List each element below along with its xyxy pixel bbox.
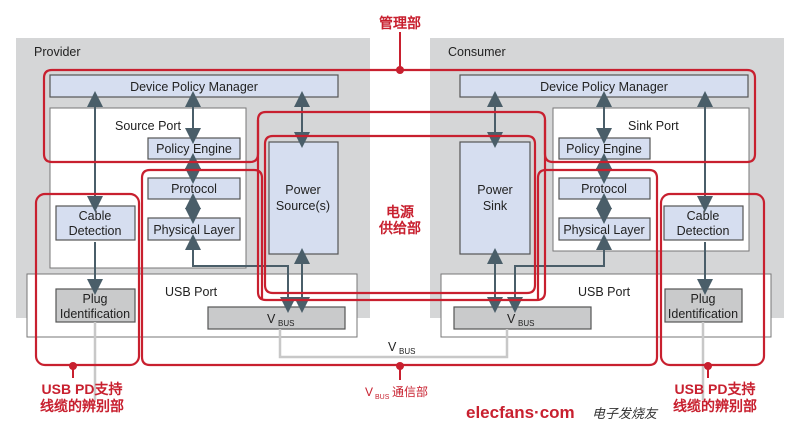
svg-text:Protocol: Protocol (581, 182, 627, 196)
svg-text:BUS: BUS (375, 394, 390, 401)
provider-cable-detection: Cable Detection (55, 205, 136, 241)
svg-text:elecfans·com: elecfans·com (466, 403, 575, 422)
consumer-physical-layer: Physical Layer (558, 217, 651, 241)
cable-id-label-left-2: 线缆的辨别部 (40, 398, 124, 414)
arrows (87, 91, 713, 313)
svg-text:Physical Layer: Physical Layer (563, 223, 644, 237)
power-supply-label-1: 电源 (386, 204, 414, 220)
consumer-vbus: V BUS (453, 306, 592, 330)
svg-text:Physical Layer: Physical Layer (153, 223, 234, 237)
provider-vbus: V BUS (207, 306, 346, 330)
svg-text:通信部: 通信部 (392, 384, 428, 399)
svg-text:BUS: BUS (518, 319, 534, 328)
provider-panel: Provider Source Port USB Port Device Pol… (16, 38, 370, 338)
provider-physical-layer: Physical Layer (147, 217, 241, 241)
svg-text:电子发烧友: 电子发烧友 (592, 406, 659, 421)
svg-text:BUS: BUS (278, 319, 294, 328)
vbus-link: V BUS (93, 322, 705, 400)
svg-text:V: V (267, 312, 276, 326)
svg-text:V: V (388, 340, 397, 354)
svg-text:Identification: Identification (668, 307, 738, 321)
provider-policy-engine: Policy Engine (147, 137, 241, 160)
elecfans-watermark: elecfans·com 电子发烧友 (466, 403, 659, 422)
svg-text:Protocol: Protocol (171, 182, 217, 196)
power-supply-label-2: 供给部 (378, 220, 421, 236)
power-supply-loop: 电源 供给部 (256, 120, 547, 302)
power-source: Power Source(s) (268, 141, 339, 255)
svg-text:Detection: Detection (69, 224, 122, 238)
source-port-label: Source Port (115, 119, 182, 133)
svg-text:Identification: Identification (60, 307, 130, 321)
sink-port-label: Sink Port (628, 119, 679, 133)
svg-text:Cable: Cable (79, 209, 112, 223)
svg-text:Power: Power (285, 183, 320, 197)
cable-id-label-left-1: USB PD支持 (42, 381, 123, 397)
provider-plug-identification: Plug Identification (55, 288, 136, 323)
svg-text:Detection: Detection (677, 224, 730, 238)
provider-device-policy-manager: Device Policy Manager (49, 74, 339, 98)
power-sink: Power Sink (459, 141, 531, 255)
consumer-usb-port-label: USB Port (578, 285, 631, 299)
management-label: 管理部 (379, 15, 421, 31)
consumer-title: Consumer (448, 45, 506, 59)
svg-text:Device Policy Manager: Device Policy Manager (540, 80, 668, 94)
provider-usb-port-label: USB Port (165, 285, 218, 299)
svg-text:Plug: Plug (82, 292, 107, 306)
provider-title: Provider (34, 45, 81, 59)
svg-text:Policy Engine: Policy Engine (156, 142, 232, 156)
svg-text:Cable: Cable (687, 209, 720, 223)
consumer-plug-identification: Plug Identification (664, 288, 743, 323)
consumer-cable-detection: Cable Detection (663, 205, 744, 241)
consumer-policy-engine: Policy Engine (558, 137, 651, 160)
consumer-protocol: Protocol (558, 177, 651, 200)
svg-text:Source(s): Source(s) (276, 199, 330, 213)
svg-text:V: V (365, 385, 373, 399)
svg-text:BUS: BUS (399, 347, 415, 356)
vbus-communication-label: V BUS 通信部 (365, 384, 428, 401)
cable-identification-loop-right: USB PD支持 线缆的辨别部 (659, 192, 766, 414)
management-loop: 管理部 (42, 15, 757, 164)
svg-text:V: V (507, 312, 516, 326)
svg-text:Policy Engine: Policy Engine (566, 142, 642, 156)
svg-text:Sink: Sink (483, 199, 508, 213)
svg-text:Plug: Plug (690, 292, 715, 306)
cable-identification-loop-left: USB PD支持 线缆的辨别部 (34, 192, 141, 414)
provider-protocol: Protocol (147, 177, 241, 200)
svg-text:Power: Power (477, 183, 512, 197)
cable-id-label-right-1: USB PD支持 (675, 381, 756, 397)
consumer-device-policy-manager: Device Policy Manager (459, 74, 749, 98)
svg-text:Device Policy Manager: Device Policy Manager (130, 80, 258, 94)
cable-id-label-right-2: 线缆的辨别部 (673, 398, 757, 414)
vbus-communication-loop: V BUS 通信部 (140, 168, 659, 401)
